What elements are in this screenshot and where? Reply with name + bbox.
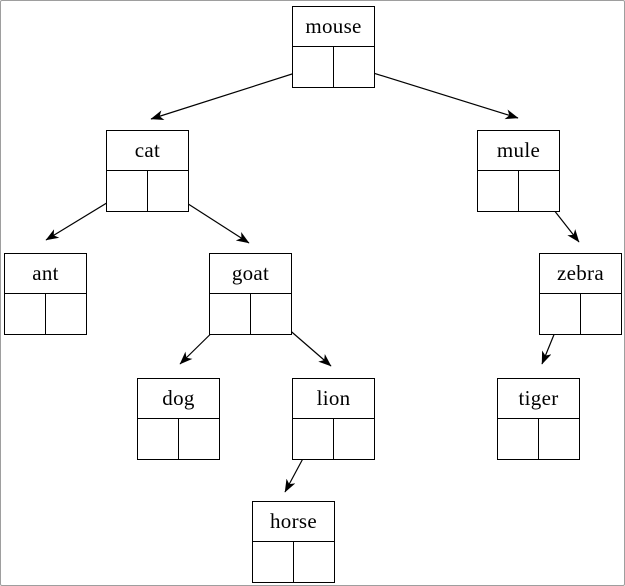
tree-node-mule: mule — [477, 130, 560, 212]
tree-node-goat: goat — [209, 253, 292, 335]
pointer-cells — [292, 47, 375, 88]
left-pointer-cell — [138, 419, 179, 459]
node-label: mule — [477, 130, 560, 171]
left-pointer-cell — [498, 419, 539, 459]
pointer-cells — [4, 294, 87, 335]
tree-node-cat: cat — [106, 130, 189, 212]
left-pointer-cell — [293, 419, 334, 459]
pointer-cells — [106, 171, 189, 212]
tree-node-mouse: mouse — [292, 6, 375, 88]
left-pointer-cell — [540, 294, 581, 334]
tree-node-ant: ant — [4, 253, 87, 335]
tree-node-horse: horse — [252, 501, 335, 583]
node-label: mouse — [292, 6, 375, 47]
right-pointer-cell — [251, 294, 291, 334]
node-label: lion — [292, 378, 375, 419]
pointer-cells — [252, 542, 335, 583]
right-pointer-cell — [294, 542, 334, 582]
right-pointer-cell — [334, 419, 374, 459]
pointer-cells — [292, 419, 375, 460]
edge-mouse-left-to-cat — [150, 66, 315, 120]
left-pointer-cell — [253, 542, 294, 582]
edge-mouse-right-to-mule — [353, 66, 519, 120]
right-pointer-cell — [46, 294, 86, 334]
tree-node-tiger: tiger — [497, 378, 580, 460]
left-pointer-cell — [478, 171, 519, 211]
pointer-cells — [477, 171, 560, 212]
right-pointer-cell — [581, 294, 621, 334]
pointer-cells — [209, 294, 292, 335]
left-pointer-cell — [293, 47, 334, 87]
node-label: dog — [137, 378, 220, 419]
pointer-cells — [539, 294, 622, 335]
right-pointer-cell — [334, 47, 374, 87]
pointer-cells — [137, 419, 220, 460]
pointer-cells — [497, 419, 580, 460]
right-pointer-cell — [519, 171, 559, 211]
tree-node-dog: dog — [137, 378, 220, 460]
tree-node-zebra: zebra — [539, 253, 622, 335]
left-pointer-cell — [5, 294, 46, 334]
node-label: cat — [106, 130, 189, 171]
left-pointer-cell — [107, 171, 148, 211]
node-label: ant — [4, 253, 87, 294]
node-label: goat — [209, 253, 292, 294]
right-pointer-cell — [179, 419, 219, 459]
node-label: tiger — [497, 378, 580, 419]
right-pointer-cell — [539, 419, 579, 459]
node-label: zebra — [539, 253, 622, 294]
tree-node-lion: lion — [292, 378, 375, 460]
right-pointer-cell — [148, 171, 188, 211]
left-pointer-cell — [210, 294, 251, 334]
node-label: horse — [252, 501, 335, 542]
